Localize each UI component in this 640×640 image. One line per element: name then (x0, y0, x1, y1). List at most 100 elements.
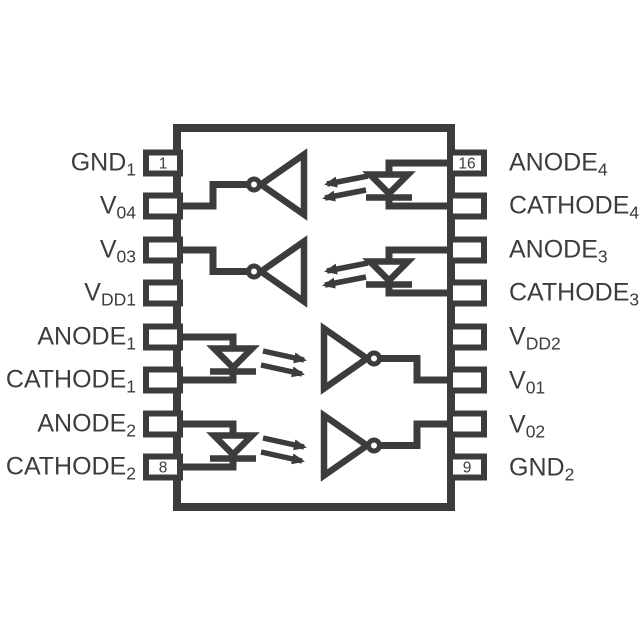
pin-subscript: 1 (126, 376, 136, 397)
light-arrow-icon (260, 362, 305, 378)
pin-label-cathode3: CATHODE3 (509, 278, 640, 310)
channel-1-inverter-bubble (366, 350, 382, 367)
light-arrow-icon (322, 187, 367, 202)
pin-label-vo3: V03 (0, 235, 136, 267)
pin-box-vdd1 (143, 279, 183, 307)
pin-label-cathode1: CATHODE1 (0, 365, 136, 397)
pin-box-vdd2 (447, 323, 487, 351)
pin-label-anode2: ANODE2 (0, 409, 136, 441)
pin-name: V (509, 322, 526, 351)
pin-name: ANODE (509, 148, 598, 177)
pin-box-anode1 (143, 323, 183, 351)
channel-4 (177, 148, 451, 221)
pin-box-gnd1 (143, 149, 183, 177)
pin-name: ANODE (37, 322, 127, 351)
pin-name: CATHODE (509, 191, 630, 220)
pin-subscript: 03 (116, 246, 136, 267)
pin-name: V (509, 366, 526, 395)
pin-name: V (99, 191, 117, 220)
pin-box-vo2 (447, 410, 487, 438)
pin-name: GND (70, 148, 127, 177)
channel-2-light-arrows (260, 435, 307, 465)
pin-name: CATHODE (509, 278, 630, 307)
pin-name: CATHODE (5, 365, 127, 394)
channel-1-inverter-icon (320, 322, 373, 395)
pin-name: CATHODE (5, 452, 127, 481)
pin-subscript: DD1 (100, 289, 136, 310)
pin-subscript: 2 (564, 464, 575, 485)
pin-label-vdd2: VDD2 (509, 322, 561, 354)
channel-1 (177, 322, 451, 395)
pin-box-gnd2 (447, 453, 487, 481)
light-arrow-icon (260, 449, 305, 465)
pin-box-anode3 (447, 236, 487, 264)
pin-box-vo3 (143, 236, 183, 264)
channel-3-light-arrows (322, 260, 369, 289)
pin-name: ANODE (37, 409, 127, 438)
pin-subscript: 4 (629, 202, 640, 223)
pin-subscript: 2 (126, 463, 136, 484)
pin-box-vo4 (143, 192, 183, 220)
channel-4-led-icon (362, 171, 416, 199)
pin-label-vo4: V04 (0, 191, 136, 223)
channel-2-inverter-bubble (366, 437, 382, 454)
pin-box-cathode3 (447, 279, 487, 307)
light-arrow-icon (262, 435, 307, 451)
pin-label-gnd2: GND2 (509, 453, 575, 485)
pin-label-anode3: ANODE3 (509, 235, 608, 267)
channel-1-led-icon (206, 345, 260, 373)
pin-label-anode4: ANODE4 (509, 148, 608, 180)
pin-name: V (509, 410, 526, 439)
pin-subscript: 3 (629, 289, 640, 310)
pin-label-vdd1: VDD1 (0, 278, 136, 310)
channel-1-output-wire (380, 355, 451, 384)
light-arrow-icon (324, 173, 369, 188)
pin-name: ANODE (509, 235, 598, 264)
channel-3 (177, 235, 451, 308)
pin-label-cathode2: CATHODE2 (0, 452, 136, 484)
pin-subscript: 01 (525, 377, 546, 398)
channel-1-light-arrows (260, 348, 307, 378)
channel-3-output-wire (177, 246, 248, 275)
channel-3-inverter-bubble (246, 263, 262, 280)
pin-subscript: 1 (126, 333, 136, 354)
pin-subscript: 2 (126, 420, 136, 441)
channel-4-output-wire (177, 181, 248, 210)
pin-box-vo1 (447, 366, 487, 394)
pin-number-1: 1 (159, 156, 168, 173)
pin-box-anode4 (447, 149, 487, 177)
channel-2-inverter-icon (320, 409, 373, 482)
pin-box-cathode1 (143, 366, 183, 394)
pin-label-cathode4: CATHODE4 (509, 191, 640, 223)
pin-label-gnd1: GND1 (0, 148, 136, 180)
channel-3-inverter-icon (255, 235, 308, 308)
pin-subscript: 4 (597, 159, 608, 180)
pin-subscript: DD2 (525, 333, 561, 354)
channel-4-light-arrows (322, 173, 369, 202)
pin-name: GND (509, 453, 565, 482)
pin-name: V (99, 235, 117, 264)
channel-4-inverter-icon (255, 148, 308, 221)
pin-box-cathode2 (143, 453, 183, 481)
pin-box-cathode4 (447, 192, 487, 220)
pin-subscript: 3 (597, 246, 608, 267)
chip-body (173, 124, 455, 511)
pin-subscript: 04 (116, 202, 136, 223)
pin-number-16: 16 (458, 156, 475, 173)
pin-number-8: 8 (159, 460, 168, 477)
light-arrow-icon (324, 260, 369, 275)
channel-3-led-icon (362, 258, 416, 286)
light-arrow-icon (322, 274, 367, 289)
pin-box-anode2 (143, 410, 183, 438)
channel-4-inverter-bubble (246, 176, 262, 193)
pin-name: V (84, 278, 101, 307)
channel-2 (177, 409, 451, 482)
channel-2-output-wire (380, 420, 451, 449)
pin-number-9: 9 (463, 460, 472, 477)
light-arrow-icon (262, 348, 307, 364)
pin-label-vo2: V02 (509, 410, 546, 442)
pin-label-vo1: V01 (509, 366, 546, 398)
pin-subscript: 02 (525, 421, 546, 442)
